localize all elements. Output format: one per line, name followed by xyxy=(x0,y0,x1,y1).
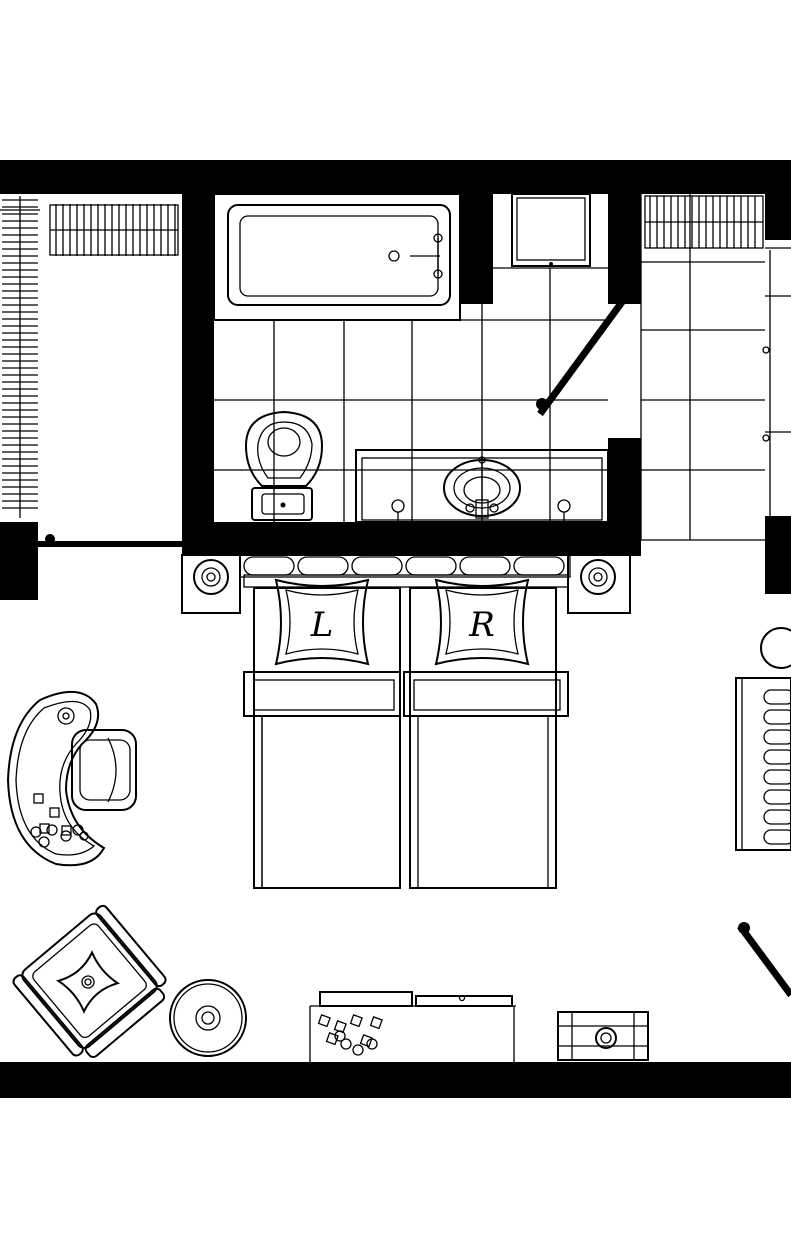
clothes-rack-icon xyxy=(0,196,179,518)
nightstand-lamp-icon xyxy=(193,559,229,595)
headboard xyxy=(239,554,571,588)
sink-icon xyxy=(355,449,609,523)
desk-chair-icon xyxy=(6,690,137,867)
pillow-left: L xyxy=(274,578,370,666)
tv-icon xyxy=(511,193,591,267)
pillow-monogram-right: R xyxy=(468,605,495,645)
shower-door-icon[interactable] xyxy=(536,299,633,417)
bench-icon xyxy=(557,1011,649,1061)
right-closet xyxy=(644,195,791,516)
closet xyxy=(0,196,182,547)
nightstand-right xyxy=(567,554,631,614)
pillow-monogram-left: L xyxy=(310,605,334,645)
bed: L R xyxy=(243,578,569,889)
bathroom xyxy=(213,193,765,541)
nightstand-left xyxy=(181,554,241,614)
walls xyxy=(0,160,791,1098)
nightstand-lamp-icon xyxy=(580,559,616,595)
pillow-right: R xyxy=(434,578,530,666)
toilet-icon xyxy=(244,410,324,521)
closet-sliding-door[interactable] xyxy=(38,534,182,547)
entry-door-icon[interactable] xyxy=(737,922,791,998)
armchair-icon xyxy=(12,904,167,1059)
bedroom: L R xyxy=(6,554,791,1062)
round-side-table-icon xyxy=(169,979,247,1057)
coffee-table-icon xyxy=(309,991,516,1062)
wardrobe xyxy=(735,627,791,851)
bathtub-icon xyxy=(213,193,461,321)
